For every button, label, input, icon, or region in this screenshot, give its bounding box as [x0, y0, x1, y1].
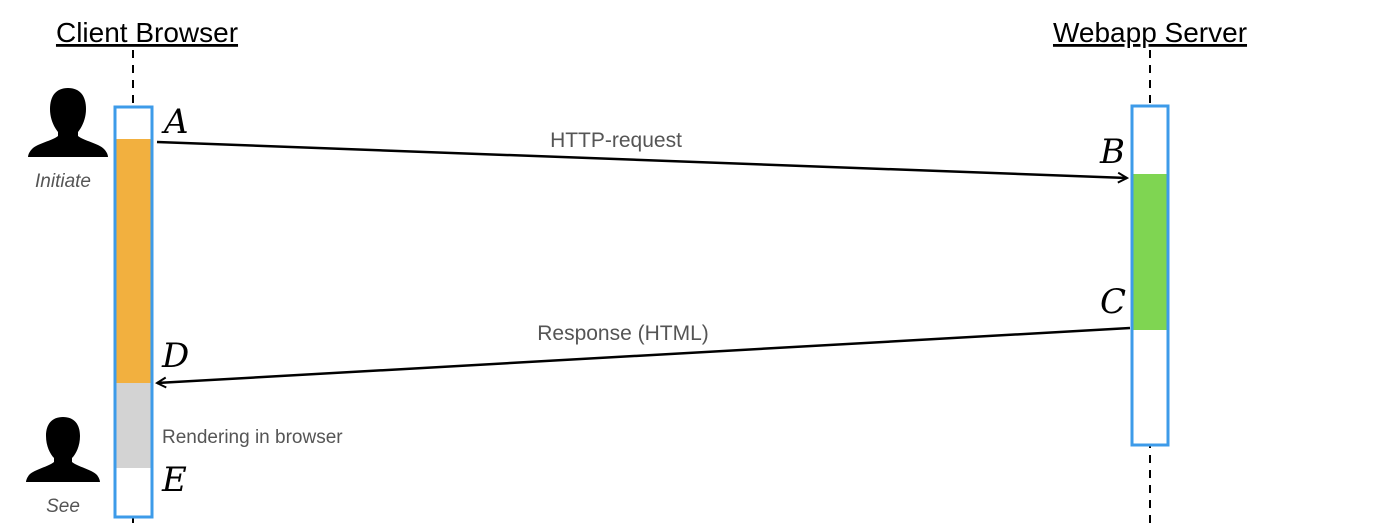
server-processing-segment [1133, 174, 1167, 330]
client-browser-title: Client Browser [56, 17, 238, 48]
point-c-label: C [1100, 282, 1126, 322]
server-activation-bar [1130, 104, 1170, 447]
http-request-arrow [156, 140, 1127, 178]
point-b-label: B [1099, 132, 1125, 172]
see-caption: See [46, 496, 80, 517]
point-e-label: E [161, 460, 187, 500]
initiate-caption: Initiate [35, 171, 91, 192]
rendering-segment [116, 383, 151, 468]
response-arrow [157, 326, 1131, 383]
person-silhouette-icon [26, 417, 100, 482]
http-request-label: HTTP-request [550, 129, 682, 152]
point-d-label: D [161, 336, 189, 376]
webapp-server-title: Webapp Server [1053, 17, 1247, 48]
response-label: Response (HTML) [537, 322, 709, 345]
client-waiting-segment [116, 139, 151, 383]
client-activation-bar [113, 105, 154, 519]
rendering-note: Rendering in browser [162, 427, 343, 448]
person-silhouette-icon [28, 88, 108, 157]
point-a-label: A [161, 102, 189, 142]
